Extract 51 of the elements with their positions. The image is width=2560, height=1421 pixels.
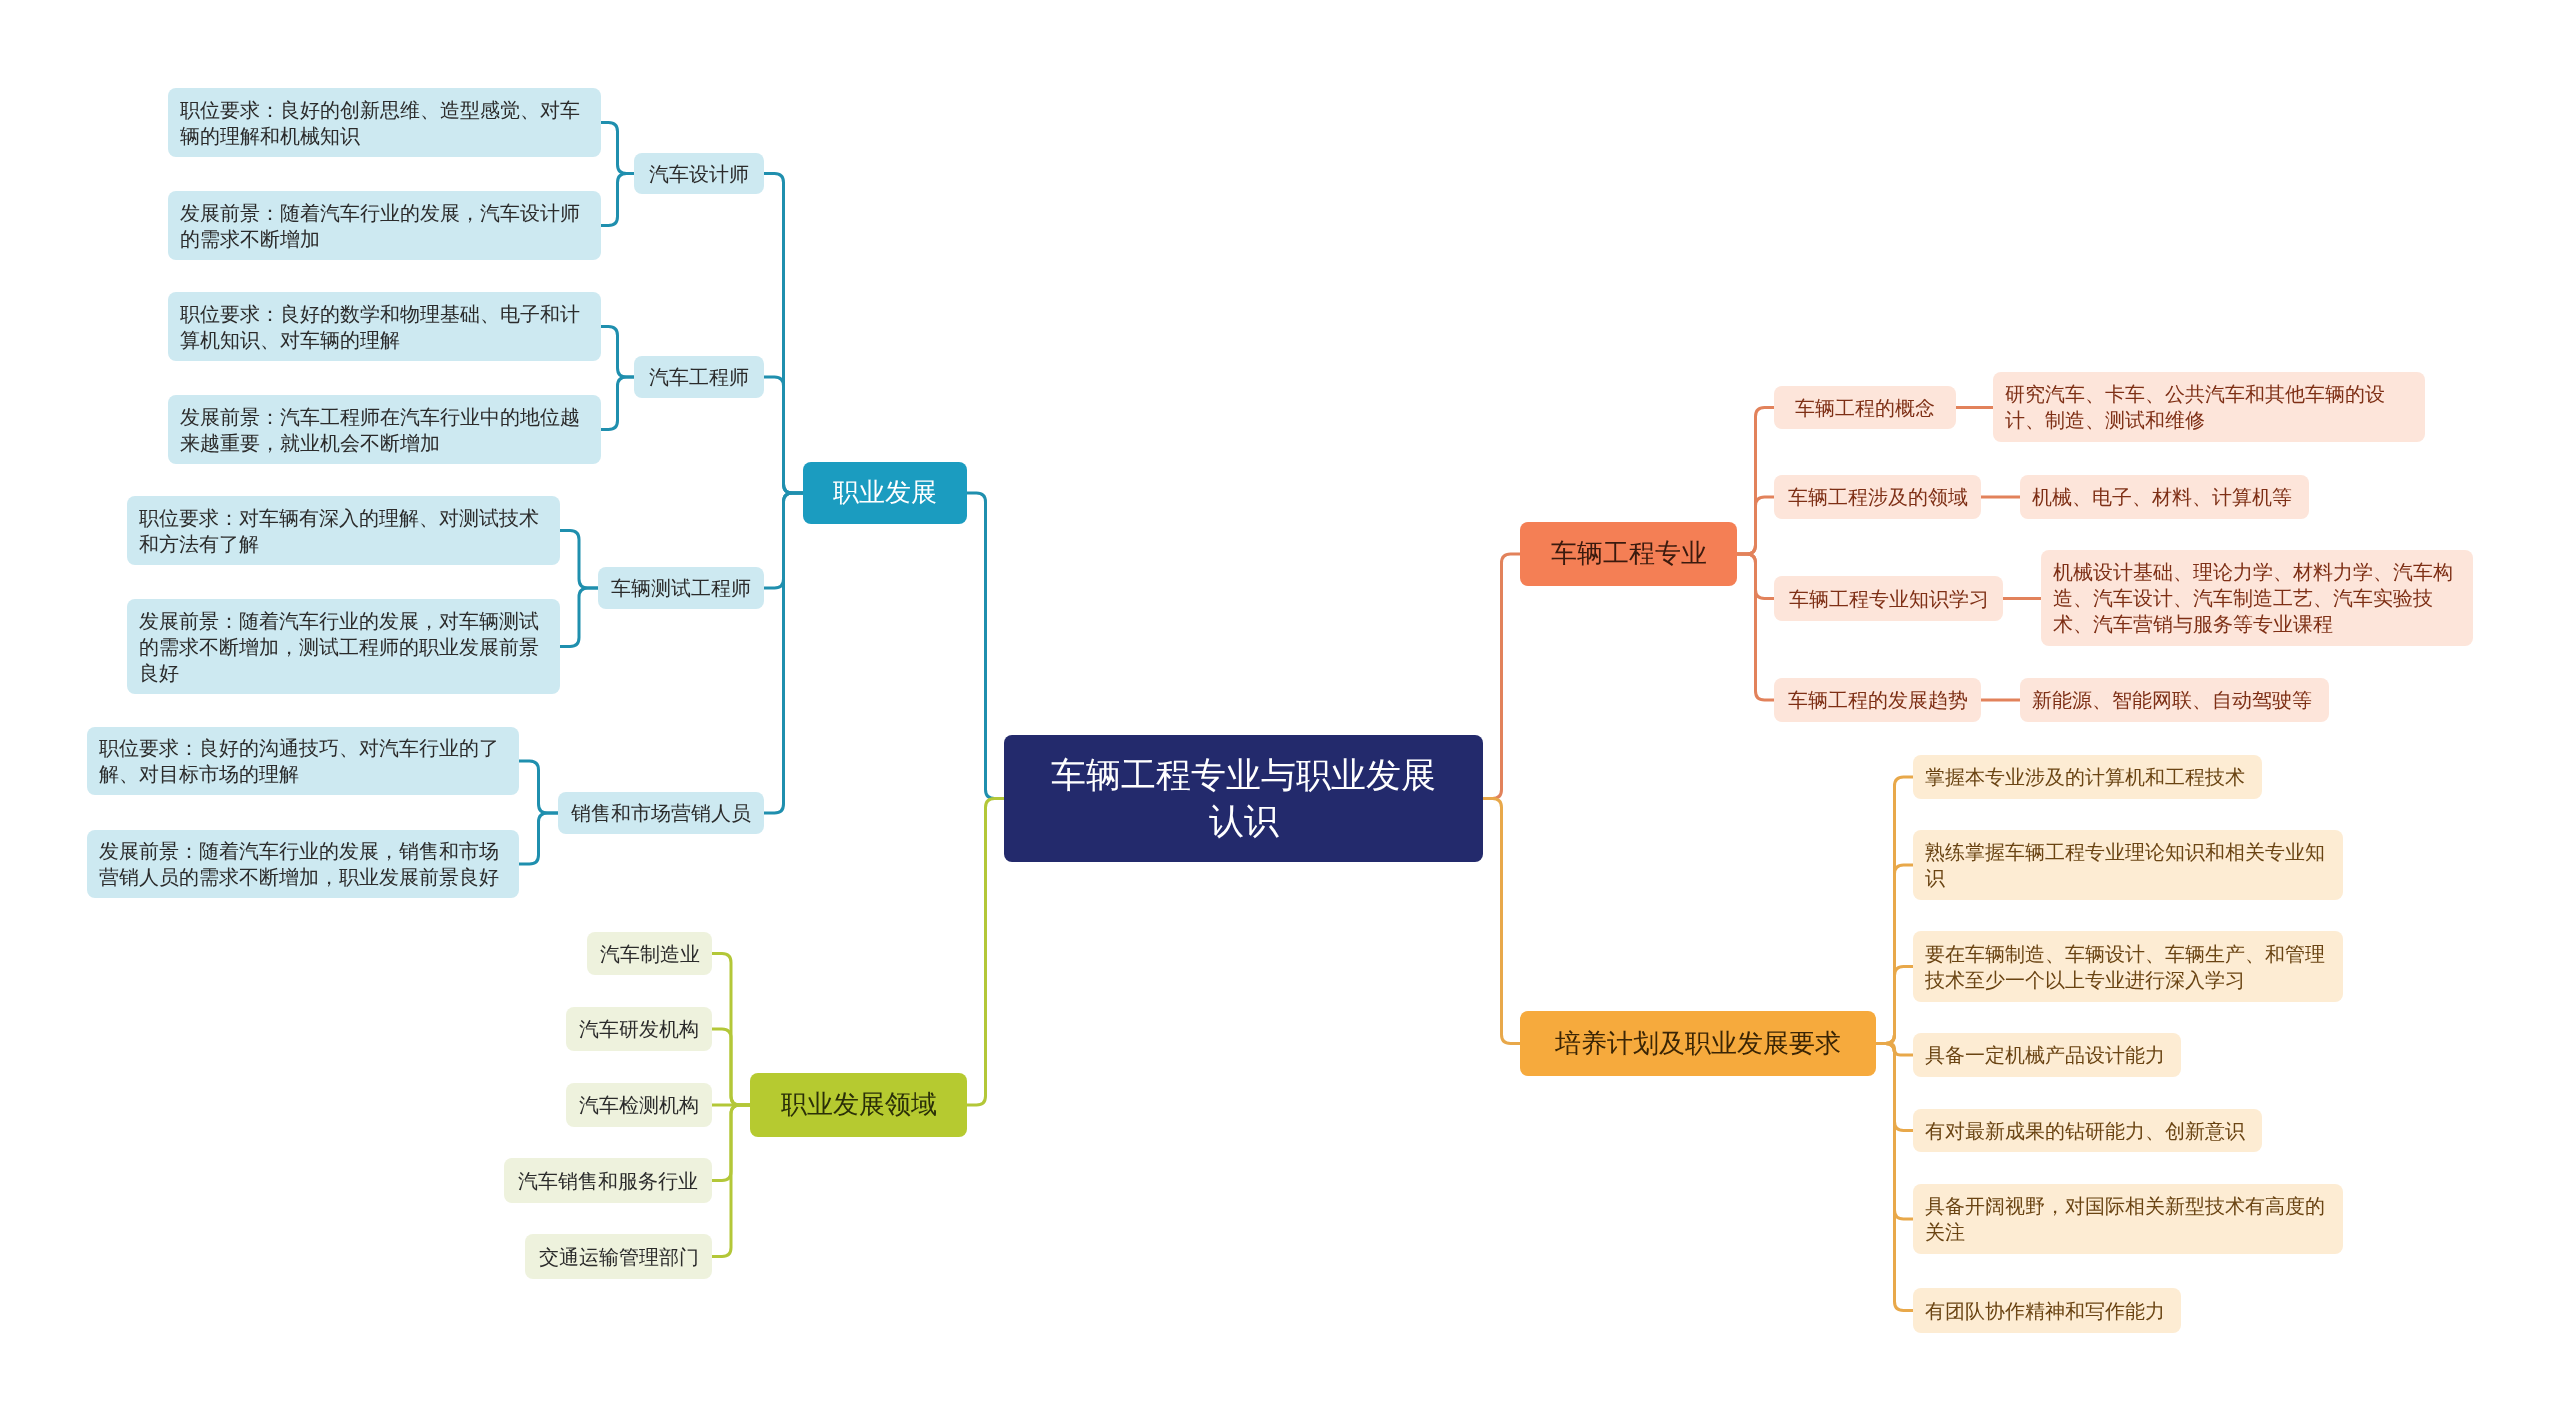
connector-line <box>1483 797 1520 1045</box>
detail-box: 有对最新成果的钻研能力、创新意识 <box>1913 1109 2262 1152</box>
detail-box: 职位要求：良好的数学和物理基础、电子和计算机知识、对车辆的理解 <box>168 292 601 361</box>
connector-line <box>1876 1042 1913 1312</box>
connector-line <box>2003 597 2041 600</box>
subtopic-box: 车辆工程专业知识学习 <box>1774 576 2003 621</box>
detail-box: 发展前景：随着汽车行业的发展，销售和市场营销人员的需求不断增加，职业发展前景良好 <box>87 830 519 898</box>
subtopic-box: 车辆工程的发展趋势 <box>1774 678 1981 722</box>
connector-line <box>967 797 1004 1107</box>
detail-box: 职位要求：良好的沟通技巧、对汽车行业的了解、对目标市场的理解 <box>87 727 519 795</box>
connector-line <box>519 811 558 866</box>
subtopic-box: 销售和市场营销人员 <box>558 792 764 834</box>
subtopic-box: 车辆工程涉及的领域 <box>1774 475 1981 519</box>
connector-line <box>1956 406 1993 409</box>
connector-line <box>1737 552 1774 702</box>
connector-line <box>601 375 634 431</box>
main-topic-box: 培养计划及职业发展要求 <box>1520 1011 1876 1076</box>
detail-box: 发展前景：随着汽车行业的发展，对车辆测试的需求不断增加，测试工程师的职业发展前景良好 <box>127 599 560 694</box>
detail-box: 研究汽车、卡车、公共汽车和其他车辆的设计、制造、测试和维修 <box>1993 372 2425 442</box>
subtopic-box: 汽车制造业 <box>587 932 712 975</box>
subtopic-box: 汽车研发机构 <box>566 1007 712 1051</box>
detail-box: 机械设计基础、理论力学、材料力学、汽车构造、汽车设计、汽车制造工艺、汽车实验技术、汽车营销与服务等专业课程 <box>2041 550 2473 646</box>
detail-box: 发展前景：随着汽车行业的发展，汽车设计师的需求不断增加 <box>168 191 601 260</box>
central-topic-box: 车辆工程专业与职业发展认识 <box>1004 735 1483 862</box>
detail-box: 职位要求：良好的创新思维、造型感觉、对车辆的理解和机械知识 <box>168 88 601 157</box>
subtopic-box: 交通运输管理部门 <box>525 1234 712 1279</box>
connector-line <box>712 1103 750 1258</box>
detail-box: 机械、电子、材料、计算机等 <box>2020 475 2309 519</box>
main-topic-box: 车辆工程专业 <box>1520 522 1737 586</box>
subtopic-box: 车辆工程的概念 <box>1774 386 1956 429</box>
detail-box: 具备一定机械产品设计能力 <box>1913 1033 2181 1077</box>
connector-line <box>764 491 803 815</box>
subtopic-box: 车辆测试工程师 <box>598 567 764 609</box>
subtopic-box: 汽车检测机构 <box>566 1083 712 1127</box>
connector-line <box>560 586 598 648</box>
detail-box: 发展前景：汽车工程师在汽车行业中的地位越来越重要，就业机会不断增加 <box>168 395 601 464</box>
detail-box: 掌握本专业涉及的计算机和工程技术 <box>1913 755 2262 799</box>
detail-box: 熟练掌握车辆工程专业理论知识和相关专业知识 <box>1913 830 2343 900</box>
connector-line <box>601 172 634 227</box>
subtopic-box: 汽车设计师 <box>634 153 764 194</box>
detail-box: 职位要求：对车辆有深入的理解、对测试技术和方法有了解 <box>127 496 560 565</box>
detail-box: 有团队协作精神和写作能力 <box>1913 1288 2181 1333</box>
subtopic-box: 汽车工程师 <box>634 356 764 398</box>
main-topic-box: 职业发展 <box>803 462 967 524</box>
detail-box: 新能源、智能网联、自动驾驶等 <box>2020 678 2329 722</box>
subtopic-box: 汽车销售和服务行业 <box>504 1158 712 1203</box>
connector-line <box>1981 698 2020 702</box>
detail-box: 具备开阔视野，对国际相关新型技术有高度的关注 <box>1913 1184 2343 1254</box>
main-topic-box: 职业发展领域 <box>750 1073 967 1137</box>
detail-box: 要在车辆制造、车辆设计、车辆生产、和管理技术至少一个以上专业进行深入学习 <box>1913 931 2343 1002</box>
connector-line <box>1981 495 2020 499</box>
